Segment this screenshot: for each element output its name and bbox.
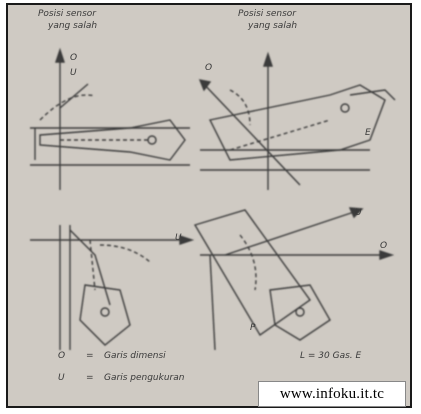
panel-top-right	[198, 51, 396, 190]
sensor-pivot	[295, 307, 305, 317]
axis-arrow	[379, 250, 395, 260]
legend-u-symbol: U	[58, 373, 65, 383]
tilted-frame	[193, 209, 311, 337]
panel-top-left	[30, 47, 190, 190]
label-e-top-right: E	[365, 128, 371, 138]
sweep-arc	[239, 234, 257, 291]
label-u-bottom-right: U	[355, 208, 362, 218]
annotations: Posisi sensor yang salah Posisi sensor y…	[38, 9, 387, 383]
legend-u-equals: =	[86, 373, 94, 383]
scanned-page	[6, 3, 412, 408]
sweep-arc	[229, 89, 251, 126]
header-right-title: Posisi sensor	[238, 9, 297, 19]
sensor-cap	[349, 89, 396, 101]
diagonal-arrow	[198, 79, 212, 92]
label-p-bottom-right: P	[250, 323, 256, 333]
axis-arrow	[179, 235, 195, 245]
diagonal-arrow	[348, 207, 364, 219]
sweep-arc	[39, 94, 96, 121]
sensor-pivot	[100, 307, 110, 317]
sensor-pivot	[340, 103, 350, 113]
measure-line	[89, 239, 96, 291]
legend-o-symbol: O	[58, 351, 65, 361]
sweep-arc	[99, 244, 151, 263]
measure-line	[229, 119, 331, 151]
header-left-title: Posisi sensor	[38, 9, 97, 19]
legend-note: L = 30 Gas. E	[300, 351, 361, 361]
sensor-pivot	[147, 135, 157, 145]
header-right-subtitle: yang salah	[247, 21, 297, 31]
tilted-sensor-body	[208, 84, 386, 161]
legend-u-text: Garis pengukuran	[104, 373, 185, 383]
panel-bottom-left	[30, 225, 195, 350]
support-line	[209, 254, 216, 351]
sensor-body	[79, 284, 131, 346]
label-o-top-right: O	[205, 63, 212, 73]
axis-arrow	[263, 51, 273, 67]
axis-arrow	[55, 47, 65, 63]
watermark-url: www.infoku.it.tc	[258, 381, 406, 407]
label-u-bottom-left: U	[175, 233, 182, 243]
diagonal-axis	[199, 79, 301, 186]
label-o-top-left: O	[70, 53, 77, 63]
sensor-body	[269, 284, 331, 341]
legend-o-equals: =	[86, 351, 94, 361]
panel-bottom-right	[193, 207, 395, 351]
header-left-subtitle: yang salah	[47, 21, 97, 31]
label-o-bottom-right: O	[380, 241, 387, 251]
sensor-body	[39, 119, 186, 161]
measure-ray	[59, 83, 89, 109]
label-u-top-left: U	[70, 68, 77, 78]
diagonal-axis	[224, 209, 361, 256]
legend-o-text: Garis dimensi	[104, 351, 166, 361]
